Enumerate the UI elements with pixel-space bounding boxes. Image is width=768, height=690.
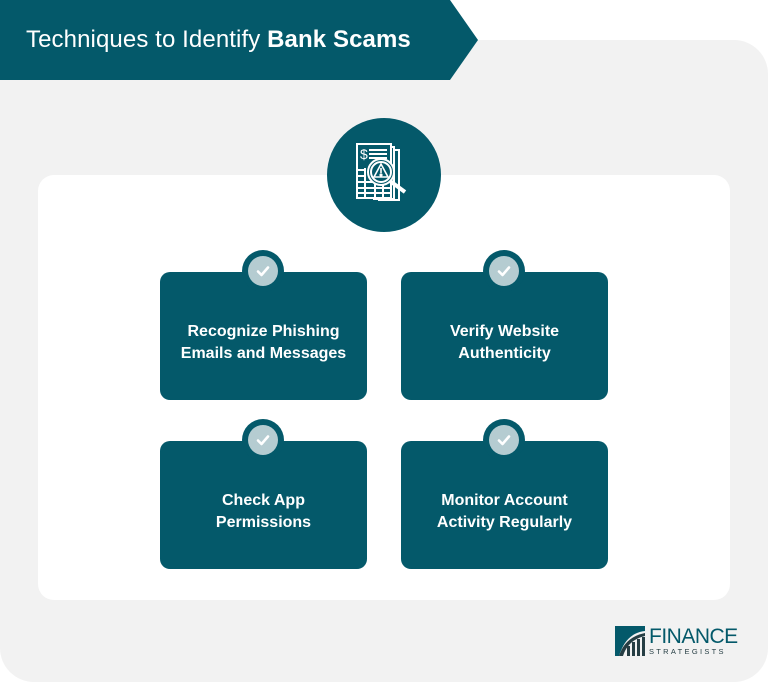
check-icon (497, 435, 511, 446)
check-badge (242, 419, 284, 461)
card-label-line2: Authenticity (458, 345, 551, 362)
document-warning-magnifier-icon: $ (356, 143, 407, 201)
hero-icon-circle: $ (327, 118, 441, 232)
card-label-line1: Check App (222, 492, 305, 509)
check-icon (497, 266, 511, 277)
card-label-line2: Permissions (215, 514, 312, 531)
logo-name: FINANCE (649, 625, 738, 649)
check-icon (256, 435, 270, 446)
page-title: Techniques to Identify Bank Scams (26, 26, 411, 54)
card-label-line2: Activity Regularly (436, 514, 573, 531)
check-icon (256, 266, 270, 277)
svg-text:$: $ (360, 146, 368, 162)
logo-mark-icon (615, 626, 645, 656)
content-card (38, 175, 730, 600)
card-label-line1: Verify Website (449, 323, 560, 340)
finance-strategists-logo: FINANCE STRATEGISTS (614, 625, 738, 657)
card-label-line1: Monitor Account (441, 492, 568, 509)
title-banner: Techniques to Identify Bank Scams (0, 0, 478, 80)
logo-subtitle: STRATEGISTS (649, 647, 726, 657)
check-badge (483, 419, 525, 461)
check-badge (483, 250, 525, 292)
card-label-line2: Emails and Messages (180, 345, 347, 362)
card-label-line1: Recognize Phishing (187, 323, 340, 340)
title-bold: Bank Scams (267, 26, 411, 53)
check-badge (242, 250, 284, 292)
title-regular: Techniques to Identify (26, 26, 268, 53)
